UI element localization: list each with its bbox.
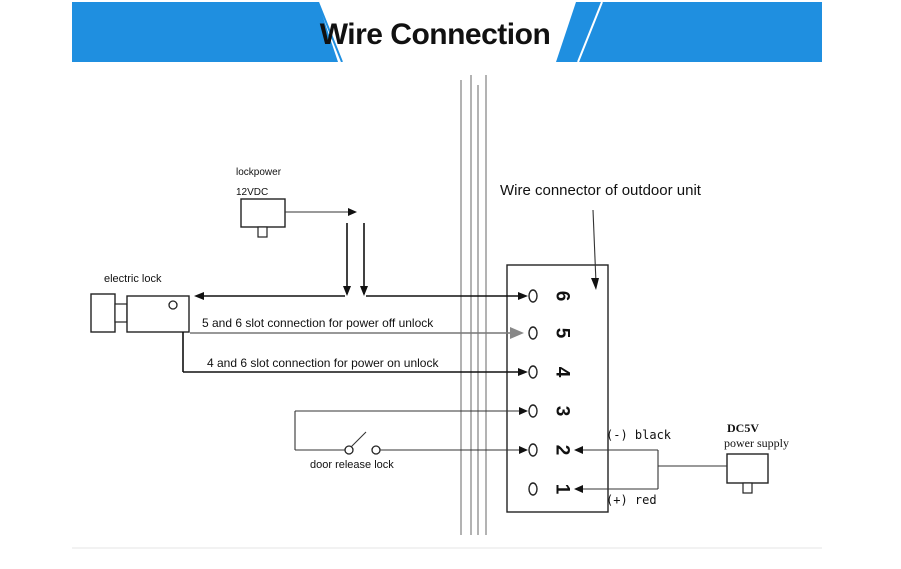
electric-lock bbox=[90, 293, 190, 333]
title-banner: Wire Connection bbox=[72, 2, 822, 62]
connector-title: Wire connector of outdoor unit bbox=[500, 182, 702, 199]
lock-power-adapter bbox=[240, 198, 286, 238]
dc-power-label-2: power supply bbox=[724, 436, 789, 450]
terminal-6: 6 bbox=[552, 291, 573, 302]
terminal-3: 3 bbox=[552, 406, 573, 417]
negative-black-label: (-) black bbox=[606, 428, 672, 442]
lock-voltage-label: 12VDC bbox=[236, 187, 268, 198]
door-release-label: door release lock bbox=[310, 459, 394, 471]
lock-power-label: lockpower bbox=[236, 167, 282, 178]
dc5v-power-supply bbox=[726, 453, 769, 494]
outdoor-unit-connector bbox=[506, 264, 609, 513]
terminal-screws bbox=[528, 289, 538, 496]
banner-title: Wire Connection bbox=[320, 18, 551, 51]
terminal-1: 1 bbox=[552, 484, 573, 495]
terminal-4: 4 bbox=[552, 367, 573, 378]
electric-lock-label: electric lock bbox=[104, 273, 162, 285]
wall-frame bbox=[460, 75, 487, 535]
slot56-label: 5 and 6 slot connection for power off un… bbox=[202, 316, 434, 330]
terminal-5: 5 bbox=[552, 328, 573, 339]
slot46-label: 4 and 6 slot connection for power on unl… bbox=[207, 356, 439, 370]
positive-red-label: (+) red bbox=[606, 493, 657, 507]
banner-title-plate bbox=[318, 2, 576, 62]
terminal-numbers: 6 5 4 3 2 1 bbox=[552, 291, 573, 495]
door-release-switch bbox=[294, 407, 528, 455]
dc-power-label-1: DC5V bbox=[727, 421, 759, 435]
terminal-2: 2 bbox=[552, 445, 573, 456]
